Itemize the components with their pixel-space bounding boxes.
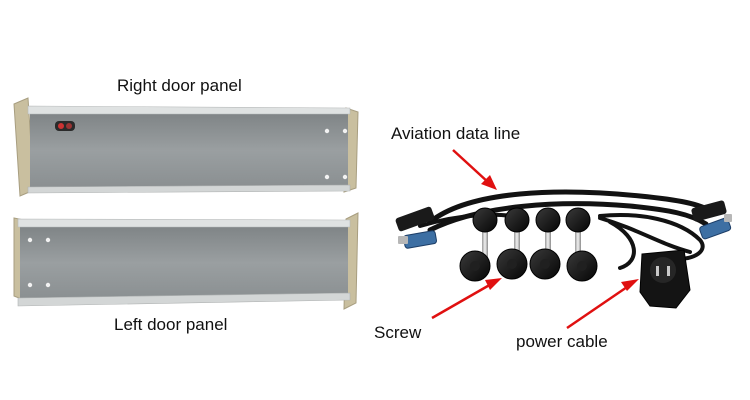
data-cable xyxy=(608,220,636,270)
dsub-connector-right xyxy=(691,200,732,240)
right-door-panel-label: Right door panel xyxy=(117,76,242,95)
screw xyxy=(565,207,598,282)
left-door-panel-label: Left door panel xyxy=(114,315,228,334)
right-door-panel xyxy=(13,97,359,197)
power-cable-cord xyxy=(598,213,705,261)
mount-hole xyxy=(27,237,33,243)
mount-hole xyxy=(324,128,330,134)
left-panel-face xyxy=(20,226,348,300)
connector-port-icon xyxy=(66,123,72,129)
mount-hole xyxy=(27,282,33,288)
aviation-data-line-label: Aviation data line xyxy=(391,124,521,143)
connector-port-icon xyxy=(58,123,64,129)
arrow-to-data-line xyxy=(452,149,497,190)
screw-set xyxy=(459,207,598,282)
power-cable-label: power cable xyxy=(516,332,608,351)
left-door-panel xyxy=(13,212,359,310)
left-panel-top-edge xyxy=(17,218,351,228)
screw xyxy=(459,207,498,282)
mount-hole xyxy=(342,174,348,180)
power-plug xyxy=(639,249,691,309)
aviation-data-line xyxy=(418,189,715,270)
screw xyxy=(496,207,530,280)
left-panel-bottom-edge xyxy=(17,292,351,307)
mount-hole xyxy=(45,237,51,243)
screw xyxy=(529,207,561,280)
data-cable xyxy=(427,189,715,225)
right-panel-face xyxy=(30,113,348,188)
right-panel-bottom-edge xyxy=(27,184,351,194)
mount-hole xyxy=(45,282,51,288)
right-panel-top-edge xyxy=(27,105,351,115)
arrow-to-power-cable xyxy=(566,279,639,330)
mount-hole xyxy=(324,174,330,180)
dsub-connector-left xyxy=(395,206,437,249)
arrow-to-screw xyxy=(431,278,502,320)
mount-hole xyxy=(342,128,348,134)
pointer-arrows xyxy=(431,149,639,330)
screw-label: Screw xyxy=(374,323,422,342)
